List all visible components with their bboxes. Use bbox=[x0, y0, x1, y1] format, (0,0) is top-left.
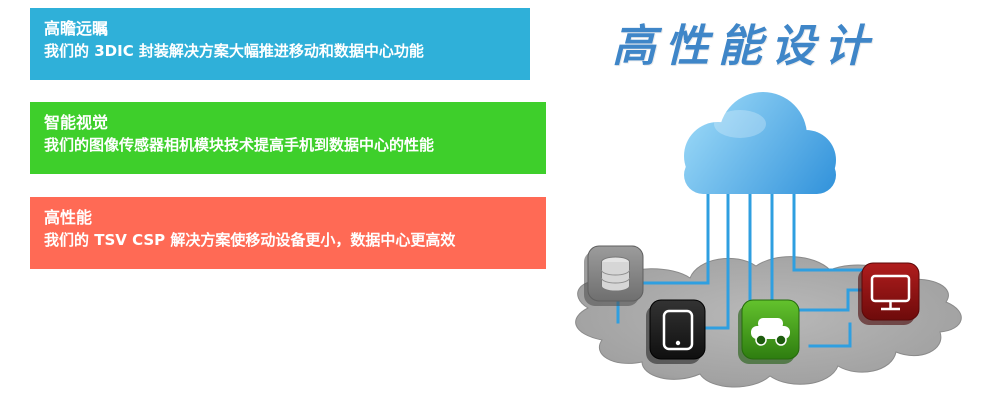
tablet-icon bbox=[646, 299, 706, 364]
banner-smart-vision-title: 智能视觉 bbox=[44, 113, 109, 132]
banner-high-performance: 高性能 我们的 TSV CSP 解决方案使移动设备更小，数据中心更高效 bbox=[30, 197, 546, 269]
page-title: 高性能设计 bbox=[612, 21, 877, 72]
banner-high-performance-subtitle: 我们的 TSV CSP 解决方案使移动设备更小，数据中心更高效 bbox=[44, 231, 456, 250]
cloud-network-illustration bbox=[548, 78, 996, 400]
cloud-network-svg bbox=[575, 92, 962, 388]
database-icon bbox=[584, 245, 644, 306]
cloud-icon bbox=[684, 92, 836, 194]
car-icon bbox=[738, 299, 800, 364]
banner-vision-subtitle: 我们的 3DIC 封装解决方案大幅推进移动和数据中心功能 bbox=[44, 42, 424, 61]
banner-vision: 高瞻远瞩 我们的 3DIC 封装解决方案大幅推进移动和数据中心功能 bbox=[30, 8, 530, 80]
banner-high-performance-title: 高性能 bbox=[44, 208, 93, 227]
banner-smart-vision: 智能视觉 我们的图像传感器相机模块技术提高手机到数据中心的性能 bbox=[30, 102, 546, 174]
banner-vision-title: 高瞻远瞩 bbox=[44, 19, 109, 38]
banner-smart-vision-subtitle: 我们的图像传感器相机模块技术提高手机到数据中心的性能 bbox=[44, 136, 435, 155]
monitor-icon bbox=[858, 262, 920, 325]
